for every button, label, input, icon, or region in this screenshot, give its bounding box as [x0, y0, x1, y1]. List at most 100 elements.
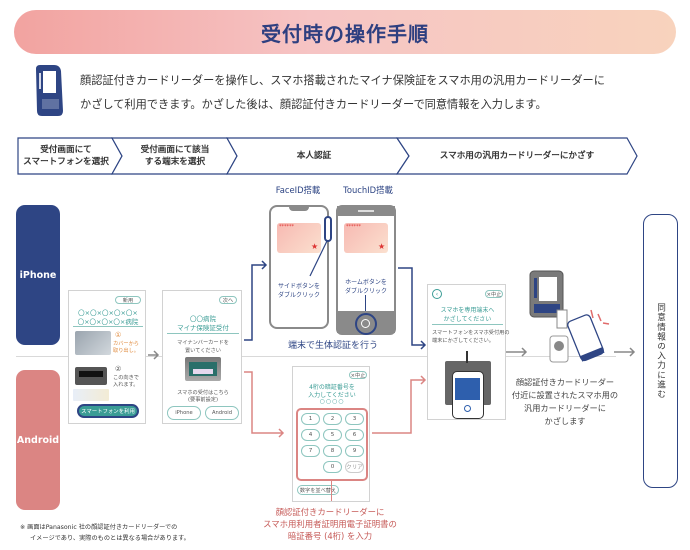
- touchid-hint-1: ホームボタンを: [345, 279, 387, 286]
- card-stars: ******: [279, 224, 294, 230]
- keypad-key[interactable]: 7: [301, 445, 320, 457]
- reader-cable-icon: [466, 351, 468, 363]
- screen2-divider: [167, 333, 239, 334]
- speaker-icon: [358, 210, 374, 212]
- screen1-step1-text2: 取り出し。: [113, 348, 139, 354]
- touchid-label: TouchID搭載: [343, 185, 393, 195]
- step-2: 受付画面にて該当 する端末を選択: [125, 144, 225, 168]
- faceid-label: FaceID搭載: [275, 185, 321, 195]
- card-photo-icon: [75, 331, 111, 355]
- step-bar-outline: [17, 137, 638, 175]
- keypad-key[interactable]: 3: [345, 413, 364, 425]
- keypad-key[interactable]: 1: [301, 413, 320, 425]
- keypad-key[interactable]: 9: [345, 445, 364, 457]
- keypad-key[interactable]: 5: [323, 429, 342, 441]
- page-title: 受付時の操作手順: [261, 21, 429, 46]
- screen2-title-2: マイナ保険証受付: [177, 324, 229, 332]
- screen1-step2-text1: この向きで: [113, 375, 139, 381]
- intro-text-line-1: 顔認証付きカードリーダーを操作し、スマホ搭載されたマイナ保険証をスマホ用の汎用カ…: [80, 74, 605, 87]
- phone-notch-icon: [289, 206, 309, 211]
- card-reader-icon: [36, 65, 63, 116]
- cancel-button[interactable]: ×中止: [349, 371, 367, 379]
- star-icon: ★: [311, 242, 319, 251]
- star-icon: ★: [378, 242, 386, 251]
- iphone-button[interactable]: iPhone: [167, 406, 201, 420]
- faceid-hint-2: ダブルクリック: [277, 292, 320, 299]
- keypad-key[interactable]: 6: [345, 429, 364, 441]
- screen2-tag: 次へ: [219, 296, 237, 304]
- card-stars: ******: [346, 224, 361, 230]
- screen1-step1-text1: カバーから: [113, 341, 139, 347]
- arrow-to-hold-screen-iphone: [398, 267, 427, 350]
- step-2-line-1: 受付画面にて該当: [140, 145, 210, 155]
- pin-caption-pointer: [331, 481, 332, 501]
- screen1-hospital-1: 〇×〇×〇×〇×〇×: [78, 309, 138, 317]
- screen-select-device: 次へ 〇〇病院 マイナ保険証受付 マイナンバーカードを 置いてください スマホの…: [162, 290, 242, 424]
- touchid-phone: ****** ★ ホームボタンを ダブルクリック: [336, 205, 396, 335]
- hold-instr-1: スマートフォンをスマホ受付用の: [432, 330, 510, 336]
- reader-caption-3: 汎用カードリーダーに: [524, 403, 606, 413]
- reader-tap-illustration: [529, 270, 610, 363]
- virtual-card-icon: ****** ★: [277, 223, 321, 253]
- faceid-phone: ****** ★ サイドボタンを ダブルクリック: [269, 205, 329, 329]
- screen2-note-1: スマホの受付はこちら: [177, 390, 229, 396]
- pin-dots: ○○○○: [319, 398, 345, 405]
- use-smartphone-button[interactable]: スマートフォンを利用: [77, 404, 139, 418]
- step-3: 本人認証: [296, 151, 332, 161]
- keypad-key[interactable]: 4: [301, 429, 320, 441]
- pin-caption-2: スマホ用利用者証明用電子証明書の: [263, 519, 397, 529]
- keypad-key[interactable]: 8: [323, 445, 342, 457]
- rail-android: Android: [16, 370, 60, 510]
- cancel-button[interactable]: ×中止: [485, 290, 503, 298]
- screen1-step1-num: ①: [115, 331, 122, 339]
- screen2-instr-1: マイナンバーカードを: [177, 340, 229, 346]
- pin-caption-3: 暗証番号 (4桁) を入力: [287, 531, 373, 541]
- android-button[interactable]: Android: [205, 406, 239, 420]
- arrow-to-faceid: [244, 260, 268, 341]
- screen1-step2-text2: 入れます。: [113, 382, 139, 388]
- smartphone-icon: [452, 371, 484, 419]
- intro-text-line-2: かざして利用できます。かざした後は、顔認証付きカードリーダーで同意情報を入力しま…: [80, 98, 547, 111]
- screen-select-smartphone: 新用 〇×〇×〇×〇×〇× 〇×〇×〇×〇×病院 ① カバーから 取り出し。 ②…: [68, 290, 146, 424]
- pin-title-1: 4桁の暗証番号を: [309, 384, 355, 391]
- row-divider: [16, 356, 616, 357]
- screen1-hospital-2: 〇×〇×〇×〇×病院: [77, 318, 139, 326]
- hold-instr-2: 端末にかざしてください。: [432, 338, 494, 344]
- step-1-line-2: スマートフォンを選択: [23, 157, 109, 167]
- faceid-hint-1: サイドボタンを: [277, 283, 320, 290]
- step-1-line-1: 受付画面にて: [40, 145, 92, 155]
- pin-keypad-highlight: [296, 408, 368, 481]
- side-button-pointer: [309, 240, 328, 277]
- hold-title-2: かざしてください: [443, 316, 492, 323]
- arrow-to-reader: [506, 347, 528, 357]
- arrow-to-pin-screen: [244, 371, 285, 438]
- pin-caption-1: 顔認証付きカードリーダーに: [275, 507, 385, 517]
- rail-iphone: iPhone: [16, 205, 60, 345]
- touchid-hint-2: ダブルクリック: [344, 288, 387, 295]
- title-banner: 受付時の操作手順: [14, 10, 676, 54]
- home-button-pointer: [365, 295, 366, 311]
- final-step-box: 同意情報の入力に進む: [643, 214, 678, 488]
- home-button-icon[interactable]: [355, 313, 377, 335]
- keypad-key[interactable]: クリア: [345, 461, 364, 473]
- step-2-line-2: する端末を選択: [144, 157, 206, 167]
- screen2-title-1: 〇〇病院: [190, 315, 216, 323]
- shuffle-keys-button[interactable]: 数字を並べ替え: [297, 485, 339, 495]
- arrow-screen1-to-screen2: [148, 350, 160, 360]
- back-icon[interactable]: ‹: [432, 289, 442, 299]
- card-reader-icon: [185, 357, 221, 381]
- biometric-caption: 端末で生体認証を行う: [287, 341, 378, 351]
- keypad-key[interactable]: 2: [323, 413, 342, 425]
- screen1-divider: [73, 326, 143, 327]
- screen1-tag: 新用: [115, 296, 141, 304]
- final-step-label: 同意情報の入力に進む: [655, 303, 666, 399]
- virtual-card-icon: ****** ★: [344, 223, 388, 253]
- pin-title-2: 入力してください: [308, 392, 356, 399]
- screen1-step2-num: ②: [115, 365, 122, 373]
- hold-divider: [432, 324, 503, 325]
- reader-caption-2: 付近に設置されたスマホ用の: [511, 390, 619, 400]
- step-4: スマホ用の汎用カードリーダーにかざす: [439, 151, 595, 161]
- step-bar: 受付画面にて スマートフォンを選択 受付画面にて該当 する端末を選択 本人認証 …: [17, 136, 639, 176]
- side-button-highlight[interactable]: [324, 216, 332, 242]
- keypad-key[interactable]: 0: [323, 461, 342, 473]
